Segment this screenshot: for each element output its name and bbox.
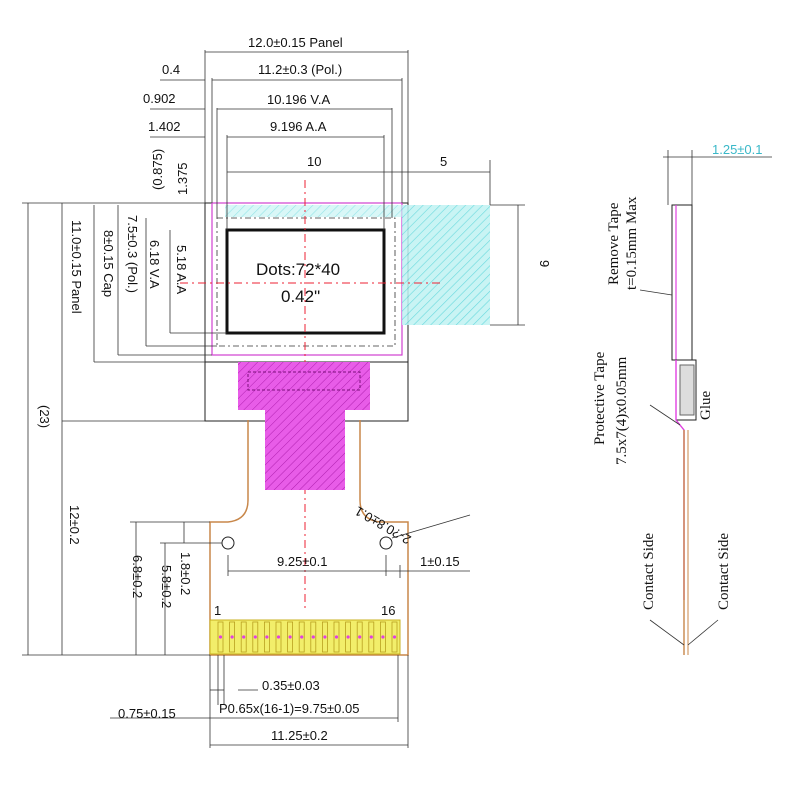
contact-pin-dot [323, 635, 327, 639]
contact-pin-dot [381, 635, 385, 639]
panel-width-dim: 12.0±0.15 Panel [248, 35, 343, 50]
side-view [639, 150, 772, 655]
dots-label: Dots:72*40 [256, 260, 340, 279]
contact-pin-dot [288, 635, 292, 639]
pin-last-label: 16 [381, 603, 395, 618]
offset-0-875: (0.875) [150, 149, 165, 190]
contact-pin-dot [346, 635, 350, 639]
tape-width-dim: 1.25±0.1 [712, 142, 763, 157]
offset-0-4: 0.4 [162, 62, 180, 77]
pin-first-label: 1 [214, 603, 221, 618]
size-label: 0.42" [281, 287, 320, 306]
contact-pin [379, 621, 386, 653]
panel-height-dim: 11.0±0.15 Panel [69, 220, 84, 314]
left-dimension-lines [22, 202, 227, 656]
top-dimension-lines [150, 50, 491, 230]
contact-pin-dot [230, 635, 234, 639]
pol-height-dim: 7.5±0.3 (Pol.) [125, 215, 140, 293]
offset-0-902: 0.902 [143, 91, 176, 106]
contact-pin-dot [218, 635, 223, 639]
contact-pin [298, 621, 305, 653]
fpc-outline [209, 420, 409, 656]
fpc-1-8-dim: 1.8±0.2 [178, 552, 193, 595]
contact-pin-dot [334, 635, 339, 639]
dim-5: 5 [440, 154, 447, 169]
contact-pads [209, 619, 401, 655]
contact-pin [263, 621, 270, 653]
fpc-5-8-dim: 5.8±0.2 [159, 565, 174, 608]
remove-tape-label: Remove Tape [606, 202, 622, 285]
fpc-neck [238, 362, 370, 490]
contact-pin-dot [392, 635, 397, 639]
contact-pin [287, 621, 294, 653]
va-height-dim: 6.18 V.A [147, 240, 162, 289]
cyan-tape [402, 205, 490, 325]
contact-pin-dot [253, 635, 257, 639]
edge-dim: 0.75±0.15 [118, 706, 176, 721]
hole-spacing-dim: 9.25±0.1 [277, 554, 328, 569]
contact-side-left: Contact Side [641, 533, 657, 610]
remove-tape-thickness: t=0.15mm Max [624, 196, 640, 290]
contact-pin [217, 621, 224, 653]
offset-1-375: 1.375 [175, 162, 190, 195]
contact-pin-dot [369, 635, 373, 639]
pin-width-dim: 0.35±0.03 [262, 678, 320, 693]
contact-pin-dot [300, 635, 304, 639]
pol-width-dim: 11.2±0.3 (Pol.) [258, 62, 342, 77]
contact-pin [252, 621, 259, 653]
cap-height-dim: 8±0.15 Cap [101, 230, 116, 297]
contact-pin-dot [311, 635, 315, 639]
contact-side-right: Contact Side [716, 533, 732, 610]
aa-width-dim: 9.196 A.A [270, 119, 327, 134]
dim-9: 9 [537, 260, 552, 267]
pin-group [217, 621, 398, 653]
aa-height-dim: 5.18 A.A [174, 245, 189, 294]
contact-pin-dot [242, 635, 246, 639]
glue-label: Glue [698, 391, 714, 421]
hole-dia-dim: 2-?0.8±0.1 [352, 503, 413, 547]
contact-pin [333, 621, 340, 653]
fpc-12-dim: 12±0.2 [67, 505, 82, 545]
va-width-dim: 10.196 V.A [267, 92, 330, 107]
contact-pin [275, 621, 282, 653]
contact-pin [345, 621, 352, 653]
dim-10: 10 [307, 154, 321, 169]
height-23: (23) [37, 405, 52, 428]
contact-pin [229, 621, 236, 653]
contact-pin [321, 621, 328, 653]
contact-pin [368, 621, 375, 653]
protective-tape-label: Protective Tape [592, 351, 608, 445]
side-1-15-dim: 1±0.15 [420, 554, 460, 569]
fpc-hole-right [379, 536, 393, 550]
fpc-dimension-lines [110, 514, 471, 748]
pitch-dim: P0.65x(16-1)=9.75±0.05 [219, 701, 359, 716]
fpc-6-8-dim: 6.8±0.2 [130, 555, 145, 598]
contact-pin-dot [276, 635, 281, 639]
fpc-hole-left [221, 536, 235, 550]
contact-pin [391, 621, 398, 653]
total-width-dim: 11.25±0.2 [271, 728, 328, 743]
contact-pin [356, 621, 363, 653]
contact-pin [310, 621, 317, 653]
contact-pin-dot [265, 635, 269, 639]
right-dim-lines [490, 204, 525, 326]
contact-pin-dot [358, 635, 362, 639]
protective-tape-size: 7.5x7(4)x0.05mm [614, 356, 630, 465]
contact-pin [240, 621, 247, 653]
offset-1-402: 1.402 [148, 119, 181, 134]
